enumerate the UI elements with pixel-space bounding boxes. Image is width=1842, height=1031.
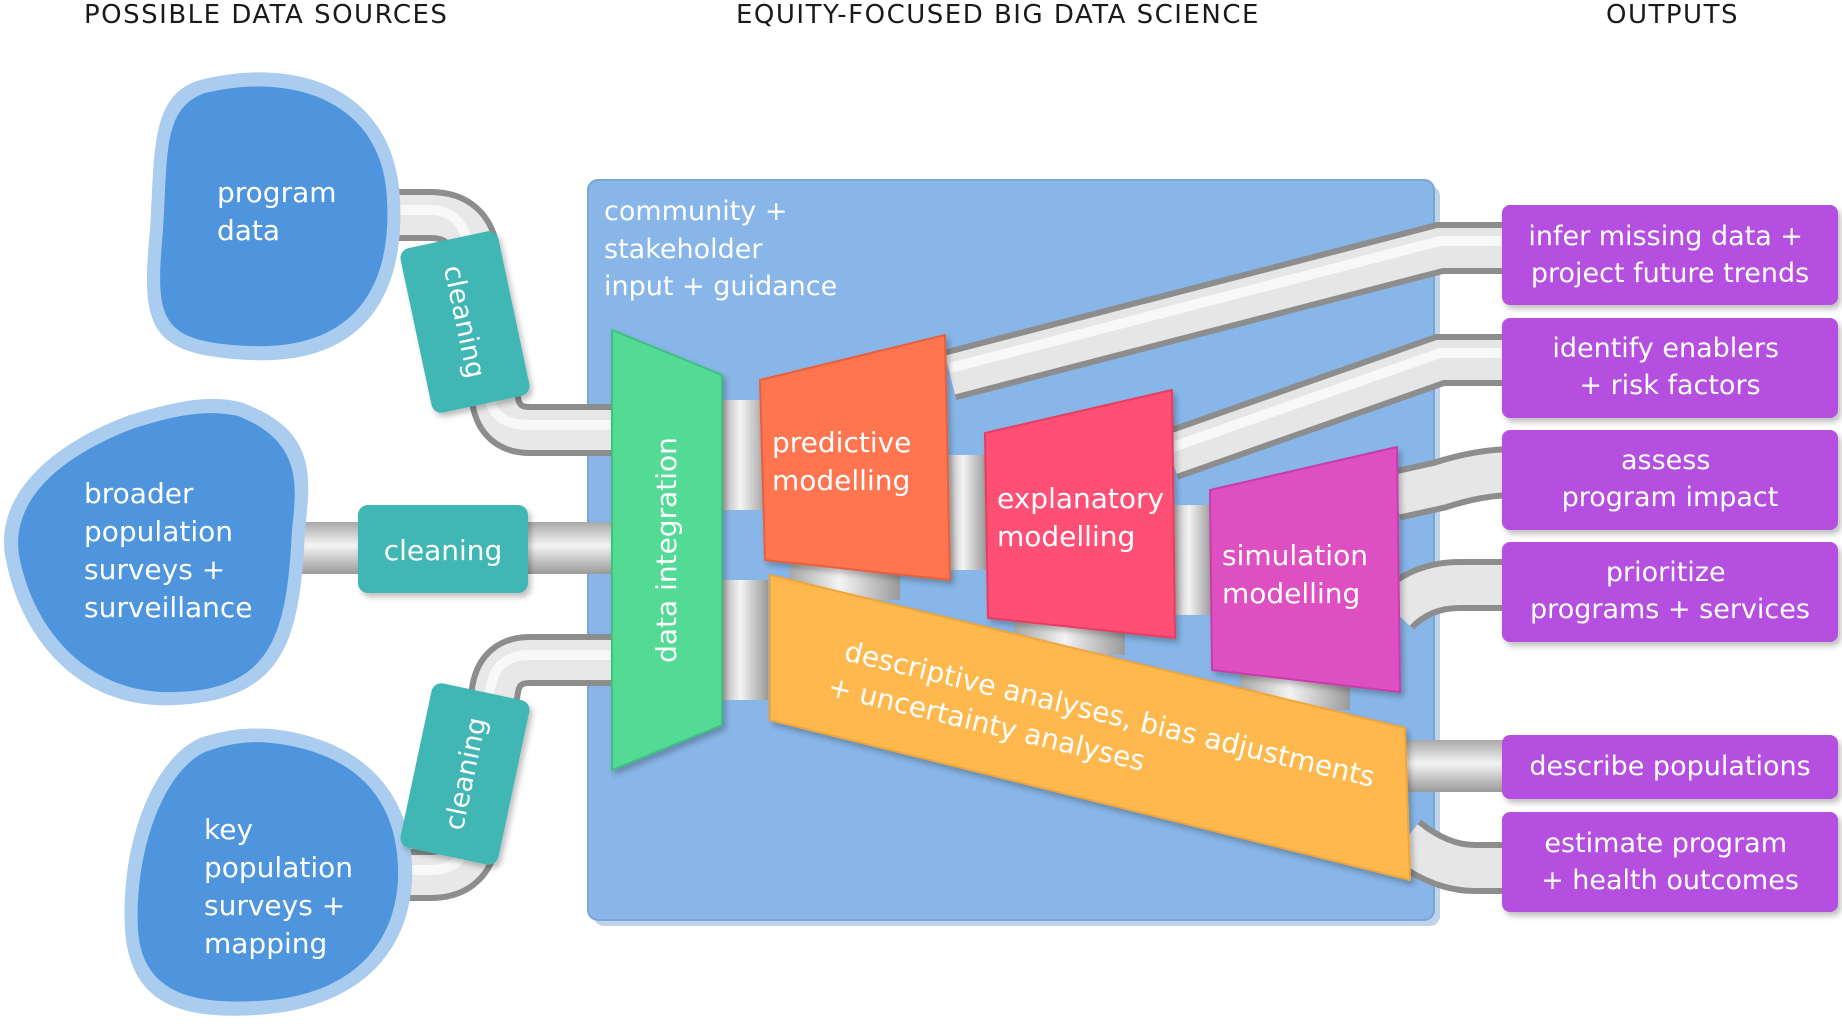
svg-text:assess program impact: assess program impact <box>1562 445 1779 513</box>
svg-text:estimate program + hea: estimate program + health outcomes <box>1541 828 1799 896</box>
model-label: simulation modelling <box>1222 539 1377 610</box>
svg-text:describe populations: describe populations <box>1529 751 1810 782</box>
descriptive-analyses-block: descriptive analyses, bias adjustments +… <box>769 574 1411 881</box>
source-label: broader population surveys + surveillanc… <box>84 477 253 624</box>
header-science: EQUITY-FOCUSED BIG DATA SCIENCE <box>736 0 1260 30</box>
source-broader-population: broader population surveys + surveillanc… <box>3 398 309 706</box>
output-assess-program-impact: assess program impact <box>1502 430 1838 530</box>
source-key-population: key population surveys + mapping <box>124 728 413 1016</box>
header-outputs: OUTPUTS <box>1606 0 1739 30</box>
stakeholder-input-text: community + stakeholder input + guidance <box>604 196 837 302</box>
integration-label: data integration <box>650 437 683 663</box>
explanatory-modelling-block: explanatory modelling <box>984 389 1176 639</box>
output-prioritize-programs: prioritize programs + services <box>1502 542 1838 642</box>
output-describe-populations: describe populations <box>1502 735 1838 799</box>
cleaning-box-1: cleaning <box>400 231 530 413</box>
svg-text:identify enablers + ri: identify enablers + risk factors <box>1552 333 1787 401</box>
source-label: key population surveys + mapping <box>204 813 362 960</box>
source-program-data: program data <box>146 72 401 361</box>
output-identify-enablers: identify enablers + risk factors <box>1502 318 1838 418</box>
svg-text:prioritize programs +: prioritize programs + services <box>1530 557 1810 625</box>
header-sources: POSSIBLE DATA SOURCES <box>84 0 448 30</box>
model-label: predictive modelling <box>772 426 920 497</box>
data-integration-block: data integration <box>611 329 723 771</box>
model-label: explanatory modelling <box>997 482 1173 553</box>
svg-text:infer missing data + p: infer missing data + project future tren… <box>1528 221 1811 289</box>
predictive-modelling-block: predictive modelling <box>759 334 951 581</box>
source-label: program data <box>217 176 345 247</box>
cleaning-box-2: cleaning <box>358 505 528 593</box>
simulation-modelling-block: simulation modelling <box>1209 446 1401 693</box>
cleaning-box-3: cleaning <box>400 683 530 865</box>
cleaning-label: cleaning <box>384 534 503 567</box>
output-infer-missing-data: infer missing data + project future tren… <box>1502 205 1838 305</box>
output-boxes: infer missing data + project future tren… <box>1502 205 1838 912</box>
output-estimate-outcomes: estimate program + health outcomes <box>1502 812 1838 912</box>
